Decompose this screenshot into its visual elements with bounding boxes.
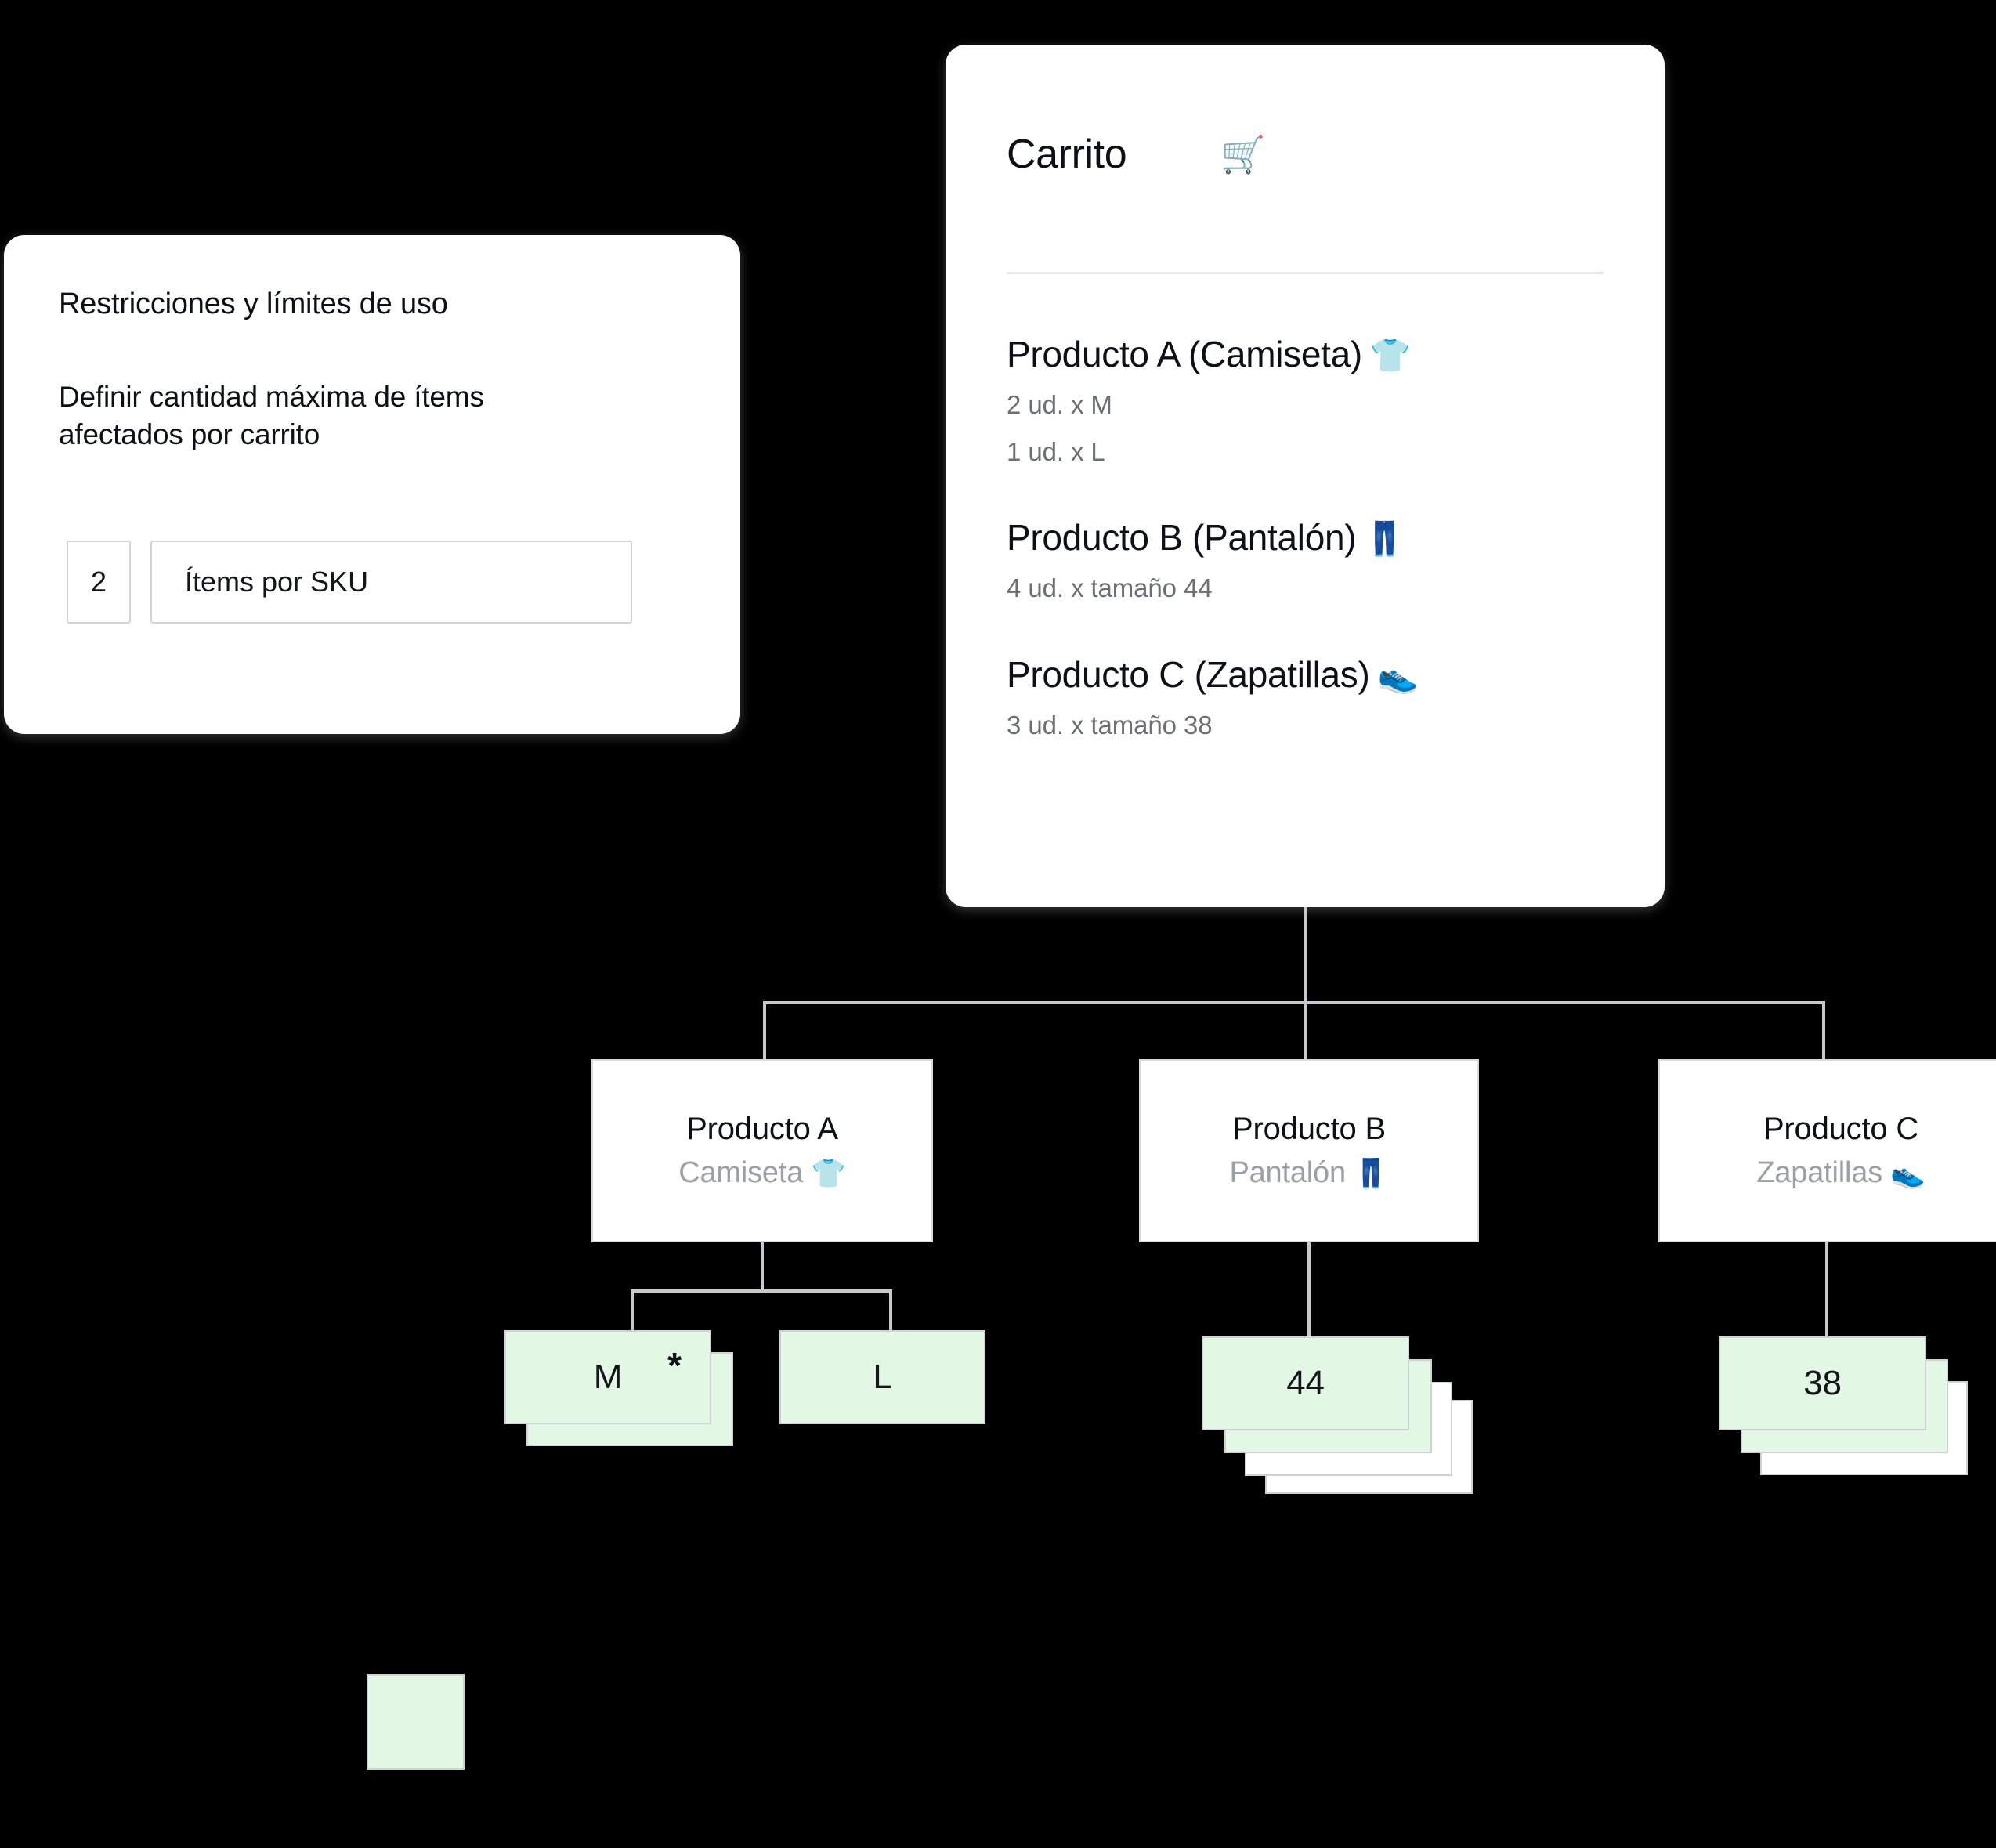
cart-card: Carrito 🛒 Producto A (Camiseta)👕 2 ud. x…	[946, 45, 1665, 907]
connector-a-to-m	[631, 1289, 634, 1332]
tshirt-icon: 👕	[811, 1156, 846, 1189]
variant-sheet-front[interactable]: 38	[1719, 1336, 1926, 1430]
jeans-icon: 👖	[1364, 520, 1405, 558]
shopping-cart-icon: 🛒	[1220, 134, 1266, 175]
cart-item-name-row: Producto C (Zapatillas)👟	[1007, 653, 1633, 696]
variant-sheet-front[interactable]: L	[779, 1330, 985, 1424]
product-node-c[interactable]: Producto C Zapatillas 👟	[1658, 1059, 1996, 1242]
variant-stack-l[interactable]: L	[779, 1330, 1014, 1456]
restrictions-card: Restricciones y límites de uso Definir c…	[4, 235, 740, 734]
cart-item: Producto B (Pantalón)👖 4 ud. x tamaño 44	[1007, 516, 1633, 606]
product-node-subtitle: Pantalón	[1229, 1156, 1346, 1189]
connector-b-to-44	[1307, 1242, 1311, 1336]
connector-to-producto-b	[1304, 1001, 1307, 1059]
cart-item-name-row: Producto B (Pantalón)👖	[1007, 516, 1633, 559]
tshirt-icon: 👕	[1369, 337, 1411, 374]
product-node-subtitle: Camiseta	[678, 1156, 804, 1189]
cart-item-name: Producto C (Zapatillas)	[1007, 653, 1370, 695]
cart-item-qty-line: 2 ud. x M	[1007, 390, 1112, 420]
cart-item-name-row: Producto A (Camiseta)👕	[1007, 333, 1633, 376]
cart-item-name: Producto B (Pantalón)	[1007, 517, 1357, 559]
legend-color-swatch	[367, 1674, 465, 1770]
connector-to-producto-a	[763, 1001, 766, 1059]
product-node-title: Producto C	[1763, 1112, 1919, 1146]
product-node-subtitle-row: Zapatillas 👟	[1756, 1156, 1925, 1190]
cart-header: Carrito 🛒	[1007, 131, 1266, 178]
product-node-subtitle-row: Camiseta 👕	[678, 1156, 846, 1190]
connector-c-to-38	[1825, 1242, 1828, 1336]
cart-item-qty-line: 3 ud. x tamaño 38	[1007, 711, 1213, 740]
restrictions-content: Restricciones y límites de uso Definir c…	[59, 286, 693, 454]
connector-a-bus	[631, 1289, 892, 1293]
connector-cart-stem	[1304, 907, 1307, 1003]
cart-divider	[1007, 272, 1604, 274]
product-node-title: Producto B	[1232, 1112, 1386, 1146]
jeans-icon: 👖	[1353, 1156, 1389, 1189]
connector-to-producto-c	[1822, 1001, 1825, 1059]
cart-title: Carrito	[1007, 132, 1127, 177]
product-node-b[interactable]: Producto B Pantalón 👖	[1139, 1059, 1479, 1242]
variant-asterisk: *	[667, 1345, 682, 1386]
product-node-subtitle: Zapatillas	[1756, 1156, 1882, 1189]
variant-stack-38[interactable]: 38	[1719, 1336, 1996, 1501]
connector-products-bus	[763, 1001, 1825, 1004]
cart-item-qty-line: 4 ud. x tamaño 44	[1007, 573, 1213, 603]
items-per-sku-input[interactable]: Ítems por SKU	[150, 541, 632, 624]
cart-item-list: Producto A (Camiseta)👕 2 ud. x M 1 ud. x…	[1007, 333, 1633, 743]
max-items-input[interactable]: 2	[67, 541, 131, 624]
limit-field-row: 2 Ítems por SKU	[67, 541, 632, 624]
cart-item: Producto C (Zapatillas)👟 3 ud. x tamaño …	[1007, 653, 1633, 743]
sneaker-icon: 👟	[1890, 1156, 1925, 1189]
variant-stack-44[interactable]: 44	[1202, 1336, 1531, 1517]
variant-sheet-front[interactable]: 44	[1202, 1336, 1409, 1430]
variant-label: L	[873, 1358, 892, 1396]
variant-label: 38	[1803, 1364, 1842, 1402]
cart-item: Producto A (Camiseta)👕 2 ud. x M 1 ud. x…	[1007, 333, 1633, 469]
product-node-title: Producto A	[686, 1112, 838, 1146]
cart-item-name: Producto A (Camiseta)	[1007, 334, 1362, 374]
sneaker-icon: 👟	[1377, 656, 1419, 694]
cart-item-qty-line: 1 ud. x L	[1007, 436, 1105, 466]
variant-label: M	[593, 1358, 623, 1396]
product-node-subtitle-row: Pantalón 👖	[1229, 1156, 1388, 1190]
product-node-a[interactable]: Producto A Camiseta 👕	[591, 1059, 933, 1242]
connector-a-stem	[761, 1242, 764, 1291]
restrictions-description: Definir cantidad máxima de ítems afectad…	[59, 380, 484, 451]
variant-sheet-front[interactable]: M *	[504, 1330, 711, 1424]
connector-a-to-l	[889, 1289, 892, 1332]
variant-label: 44	[1286, 1364, 1325, 1402]
restrictions-title: Restricciones y límites de uso	[59, 288, 448, 320]
variant-stack-m[interactable]: M *	[504, 1330, 755, 1471]
